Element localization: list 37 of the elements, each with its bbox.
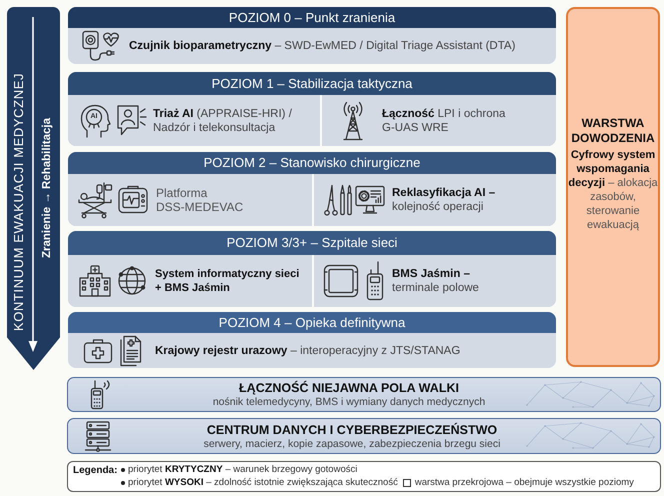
capability-text: BMS Jaśmin – terminale polowe xyxy=(392,267,480,295)
capability-text: Krajowy rejestr urazowy – interoperacyjny z JTS/STANAG xyxy=(155,344,460,358)
continuum-banner xyxy=(7,7,60,370)
level-heading: POZIOM 1 – Stabilizacja taktyczna xyxy=(68,72,556,95)
capability-text: Czujnik bioparametryczny – SWD-EwMED / Digital Triage Assistant (DTA) xyxy=(129,39,516,53)
capability-text: Reklasyfikacja AI – kolejność operacji xyxy=(392,186,496,214)
level-panel xyxy=(68,231,556,307)
capability-cell xyxy=(312,174,556,226)
bar-subtitle: nośnik telemedycyny, BMS i wymiany danych medycznych xyxy=(212,396,486,408)
capability-text: Łączność LPI i ochrona G-UAS WRE xyxy=(382,106,506,134)
capability-text: Platforma DSS-MEDEVAC xyxy=(156,186,244,214)
vertical-title: KONTINUUM EWAKUACJI MEDYCZNEJ xyxy=(11,72,27,332)
level-heading: POZIOM 3/3+ – Szpitale sieci xyxy=(68,231,556,255)
bar-subtitle: serwery, macierz, kopie zapasowe, zabezpieczenia brzegu sieci xyxy=(204,438,500,450)
level-panel xyxy=(68,72,556,146)
legend-text: priorytet WYSOKI – zdolność istotnie zwiększająca skuteczność xyxy=(128,477,398,489)
level-heading: POZIOM 4 – Opieka definitywna xyxy=(68,312,556,333)
level-heading: POZIOM 0 – Punkt zranienia xyxy=(68,7,556,28)
capability-cell xyxy=(320,95,556,146)
level-panel xyxy=(68,7,556,64)
level-panel xyxy=(68,152,556,226)
capability-text: Triaż AI (APPRAISE-HRI) / Nadzór i telekonsultacja xyxy=(153,106,293,134)
bar-heading: CENTRUM DANYCH I CYBERBEZPIECZEŃSTWO xyxy=(206,422,498,438)
cross-layer-bar xyxy=(67,377,661,412)
panel-text: Cyfrowy system wspomagania decyzji – alokacja zasobów, sterowanie ewakuacją xyxy=(568,148,658,232)
legend-title: Legenda: xyxy=(73,465,118,477)
capability-cell xyxy=(312,255,556,307)
legend-text: priorytet KRYTYCZNY – warunek brzegowy gotowości xyxy=(128,464,358,476)
level-heading: POZIOM 2 – Stanowisko chirurgiczne xyxy=(68,152,556,174)
panel-heading: WARSTWA DOWODZENIA xyxy=(570,116,656,146)
cross-layer-bar xyxy=(67,418,661,454)
bar-heading: ŁĄCZNOŚĆ NIEJAWNA POLA WALKI xyxy=(239,381,459,396)
capability-text: System informatyczny sieci + BMS Jaśmin xyxy=(155,267,300,295)
legend-text: warstwa przekrojowa – obejmuje wszystkie poziomy xyxy=(414,477,634,489)
command-layer-panel xyxy=(566,7,660,367)
vertical-subtitle: Zranienie → Rehabilitacja xyxy=(40,118,54,258)
level-panel xyxy=(68,312,556,368)
